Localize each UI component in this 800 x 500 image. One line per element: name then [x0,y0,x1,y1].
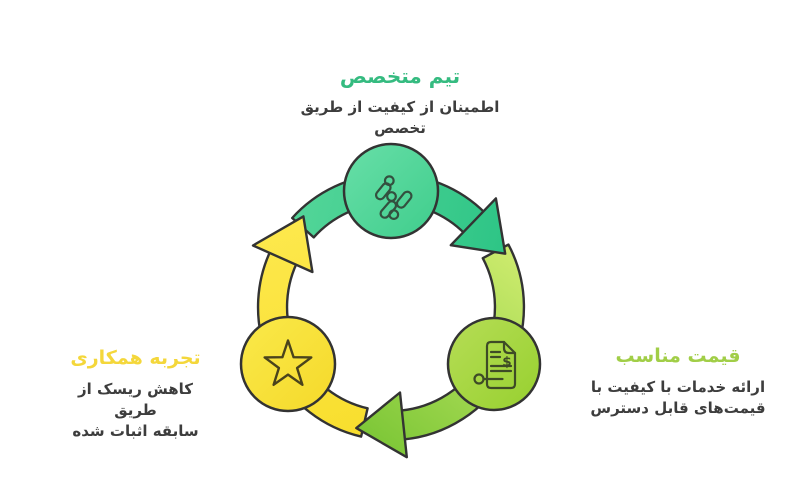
experience-subtitle-line2: سابقه اثبات شده [72,422,199,440]
experience-subtitle: کاهش ریسک از طریق سابقه اثبات شده [58,379,213,442]
experience-title: تجربه همکاری [70,347,201,369]
team-node-circle [342,142,440,240]
experience-subtitle-line1: کاهش ریسک از طریق [77,380,194,419]
team-sliders-icon [374,175,413,221]
arrowhead-price-to-experience [355,391,408,459]
experience-label-block: تجربه همکاری کاهش ریسک از طریق سابقه اثب… [58,346,213,442]
price-label-block: قیمت مناسب ارائه خدمات با کیفیت با قیمت‌… [588,344,768,419]
arrowhead-team-to-price [449,197,507,255]
team-title: تیم متخصص [339,64,461,88]
price-subtitle-line1: ارائه خدمات با کیفیت با [590,378,766,396]
arrowhead-experience-to-team [251,215,314,274]
star-icon [263,339,313,386]
team-label-block: تیم متخصص اطمینان از کیفیت از طریق تخصص [276,64,524,139]
price-subtitle: ارائه خدمات با کیفیت با قیمت‌های قابل دس… [588,377,768,419]
price-node-circle [446,316,542,412]
invoice-dollar-icon: $ [473,340,517,390]
dollar-glyph: $ [502,354,511,370]
team-subtitle: اطمینان از کیفیت از طریق تخصص [300,98,500,137]
price-title: قیمت مناسب [615,345,741,367]
experience-node-circle [239,315,337,413]
price-subtitle-line2: قیمت‌های قابل دسترس [590,399,766,417]
